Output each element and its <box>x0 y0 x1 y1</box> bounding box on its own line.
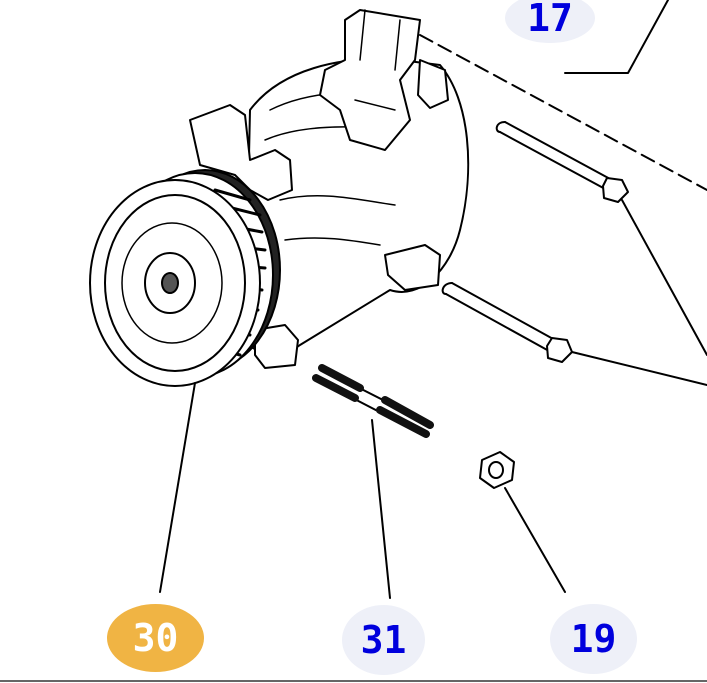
mount-ear-bottom <box>384 244 441 291</box>
leader-bolts-lower <box>571 351 707 386</box>
leader-30 <box>159 382 196 593</box>
callout-31[interactable]: 31 <box>342 605 425 675</box>
leader-bolts-upper <box>621 199 707 356</box>
callout-19[interactable]: 19 <box>550 604 637 674</box>
dashed-axis-line <box>419 34 707 191</box>
callout-17[interactable]: 17 <box>505 0 595 43</box>
discharge-port <box>319 9 421 151</box>
connector <box>189 104 293 201</box>
bolt-lower <box>441 282 573 363</box>
nut <box>479 451 515 489</box>
bolt-upper <box>495 121 629 203</box>
mount-ear-top <box>417 59 449 109</box>
callout-30[interactable]: 30 <box>107 604 204 672</box>
bottom-divider <box>0 680 707 682</box>
leader-19 <box>504 487 566 593</box>
clutch-hub <box>161 272 179 294</box>
mount-ear-front <box>254 324 299 369</box>
leader-31 <box>371 419 391 599</box>
leader-17 <box>564 0 669 74</box>
stud <box>312 364 434 438</box>
